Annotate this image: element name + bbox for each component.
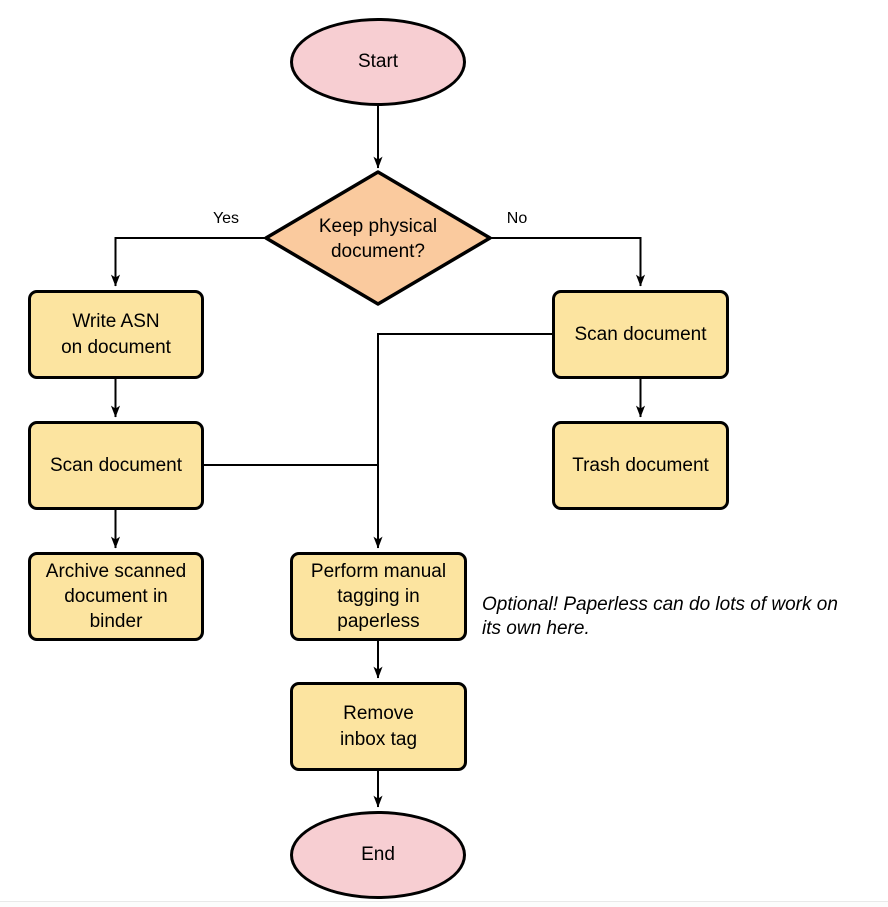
edge-label-no: No	[487, 210, 547, 228]
bottom-divider	[0, 901, 888, 907]
edge-scan-right-to-tagging	[373, 333, 552, 549]
process-write-asn: Write ASN on document	[28, 290, 204, 379]
process-manual-tagging: Perform manual tagging in paperless	[290, 552, 467, 641]
end-node: End	[290, 811, 466, 899]
decision-keep-physical-label: Keep physical document?	[318, 215, 438, 262]
note-optional-paperless: Optional! Paperless can do lots of work …	[482, 594, 838, 640]
start-node: Start	[290, 18, 466, 106]
process-scan-document-left: Scan document	[28, 421, 204, 510]
edge-no-to-scan-right	[490, 237, 646, 287]
edge-yes-to-write-asn	[110, 237, 266, 287]
edge-label-yes: Yes	[196, 210, 256, 228]
process-remove-inbox-tag: Remove inbox tag	[290, 682, 467, 771]
process-scan-document-right: Scan document	[552, 290, 729, 379]
process-archive-binder: Archive scanned document in binder	[28, 552, 204, 641]
process-trash-document: Trash document	[552, 421, 729, 510]
